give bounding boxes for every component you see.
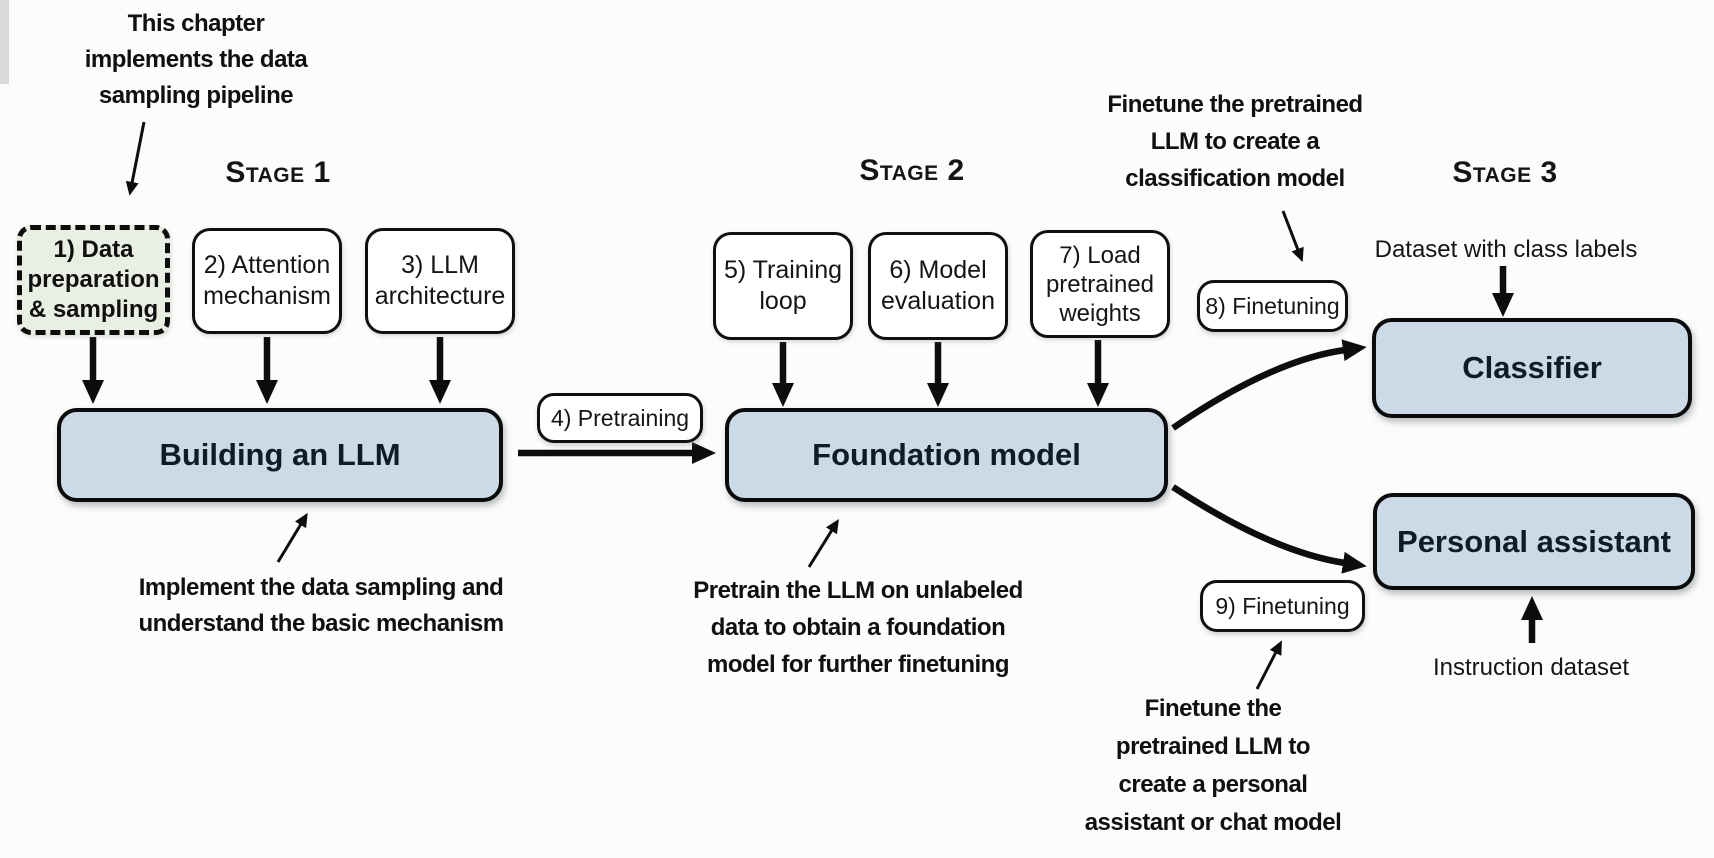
stage-2-label: Stage 2 — [859, 154, 965, 187]
stage-3-label: Stage 3 — [1452, 156, 1558, 189]
step-box-model-evaluation: 6) Model evaluation — [868, 232, 1008, 340]
step-box-data-preparation: 1) Data preparation & sampling — [17, 225, 170, 335]
step-box-training-loop: 5) Training loop — [713, 232, 853, 340]
arrow-note-classification — [1281, 210, 1304, 263]
personal-assistant-box: Personal assistant — [1373, 493, 1695, 590]
arrow-foundation-to-assistant — [1171, 484, 1367, 574]
step-box-pretraining: 4) Pretraining — [537, 393, 703, 443]
arrow-note-implement — [276, 512, 308, 563]
arrow-foundation-to-classifier — [1171, 339, 1367, 431]
classifier-box: Classifier — [1372, 318, 1692, 418]
window-edge-artifact — [0, 0, 9, 84]
instruction-dataset-label: Instruction dataset — [1432, 654, 1630, 681]
step-box-finetuning-assistant: 9) Finetuning — [1200, 580, 1365, 632]
arrow-note-pretrain — [807, 518, 839, 568]
arrow-note-assistant — [1255, 640, 1282, 690]
step-box-finetuning-classifier: 8) Finetuning — [1197, 280, 1348, 332]
note-this-chapter: This chapter implements the data samplin… — [84, 10, 308, 109]
class-dataset-label: Dataset with class labels — [1374, 236, 1638, 263]
step-box-load-weights: 7) Load pretrained weights — [1030, 230, 1170, 338]
stage-1-label: Stage 1 — [225, 156, 331, 189]
step-box-attention: 2) Attention mechanism — [192, 228, 342, 334]
note-assistant: Finetune the pretrained LLM to create a … — [1084, 695, 1342, 836]
note-pretrain: Pretrain the LLM on unlabeled data to ob… — [693, 577, 1023, 678]
step-box-llm-architecture: 3) LLM architecture — [365, 228, 515, 334]
note-classification: Finetune the pretrained LLM to create a … — [1107, 91, 1363, 192]
building-llm-box: Building an LLM — [57, 408, 503, 502]
foundation-model-box: Foundation model — [725, 408, 1168, 502]
note-implement: Implement the data sampling and understa… — [138, 574, 504, 637]
arrow-note-chapter — [125, 121, 146, 196]
